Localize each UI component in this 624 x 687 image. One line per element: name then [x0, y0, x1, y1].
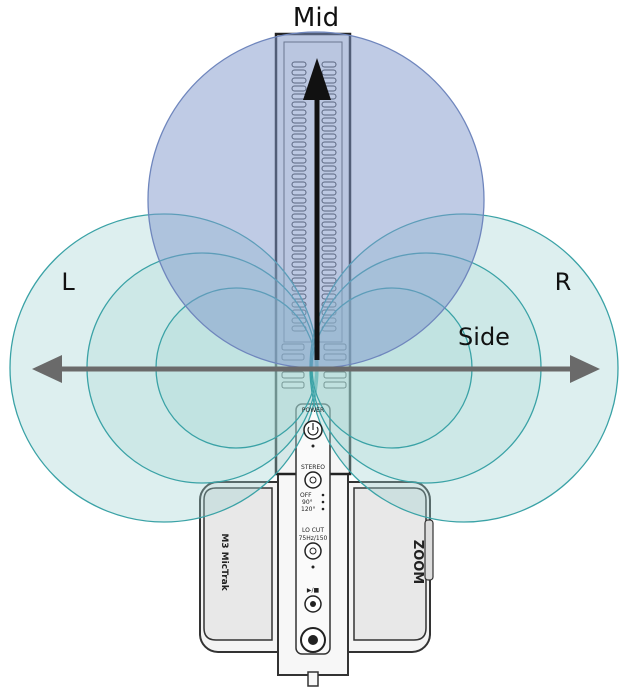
- mode-120-label: 120°: [301, 506, 315, 513]
- stereo-width-knob[interactable]: [304, 471, 322, 489]
- left-brand-label: M3 MicTrak: [219, 533, 229, 591]
- right-brand-label: ZOOM: [410, 540, 425, 584]
- lo-cut-sub-label: 75Hz/150: [299, 535, 328, 542]
- mode-90-label: 90°: [302, 499, 313, 506]
- play-label: ▶/■: [307, 587, 320, 594]
- mode-off-label: OFF: [300, 492, 312, 499]
- side-axis-arrow: [32, 355, 600, 383]
- side-label: Side: [458, 323, 510, 351]
- side-slot: [281, 371, 305, 379]
- lo-cut-knob[interactable]: [304, 542, 322, 560]
- side-slot: [323, 381, 347, 389]
- device-controls: POWER STEREO OFF 90° 120° LO CUT 75Hz/15…: [299, 407, 328, 653]
- mid-axis-arrow: [303, 58, 331, 360]
- right-label: R: [555, 268, 572, 296]
- power-icon: [307, 426, 319, 436]
- side-slot: [323, 371, 347, 379]
- stereo-label: STEREO: [301, 464, 325, 471]
- lo-cut-label: LO CUT: [302, 527, 324, 534]
- left-label: L: [61, 268, 75, 296]
- side-slot: [281, 381, 305, 389]
- mid-label: Mid: [293, 3, 339, 33]
- power-label: POWER: [302, 407, 324, 414]
